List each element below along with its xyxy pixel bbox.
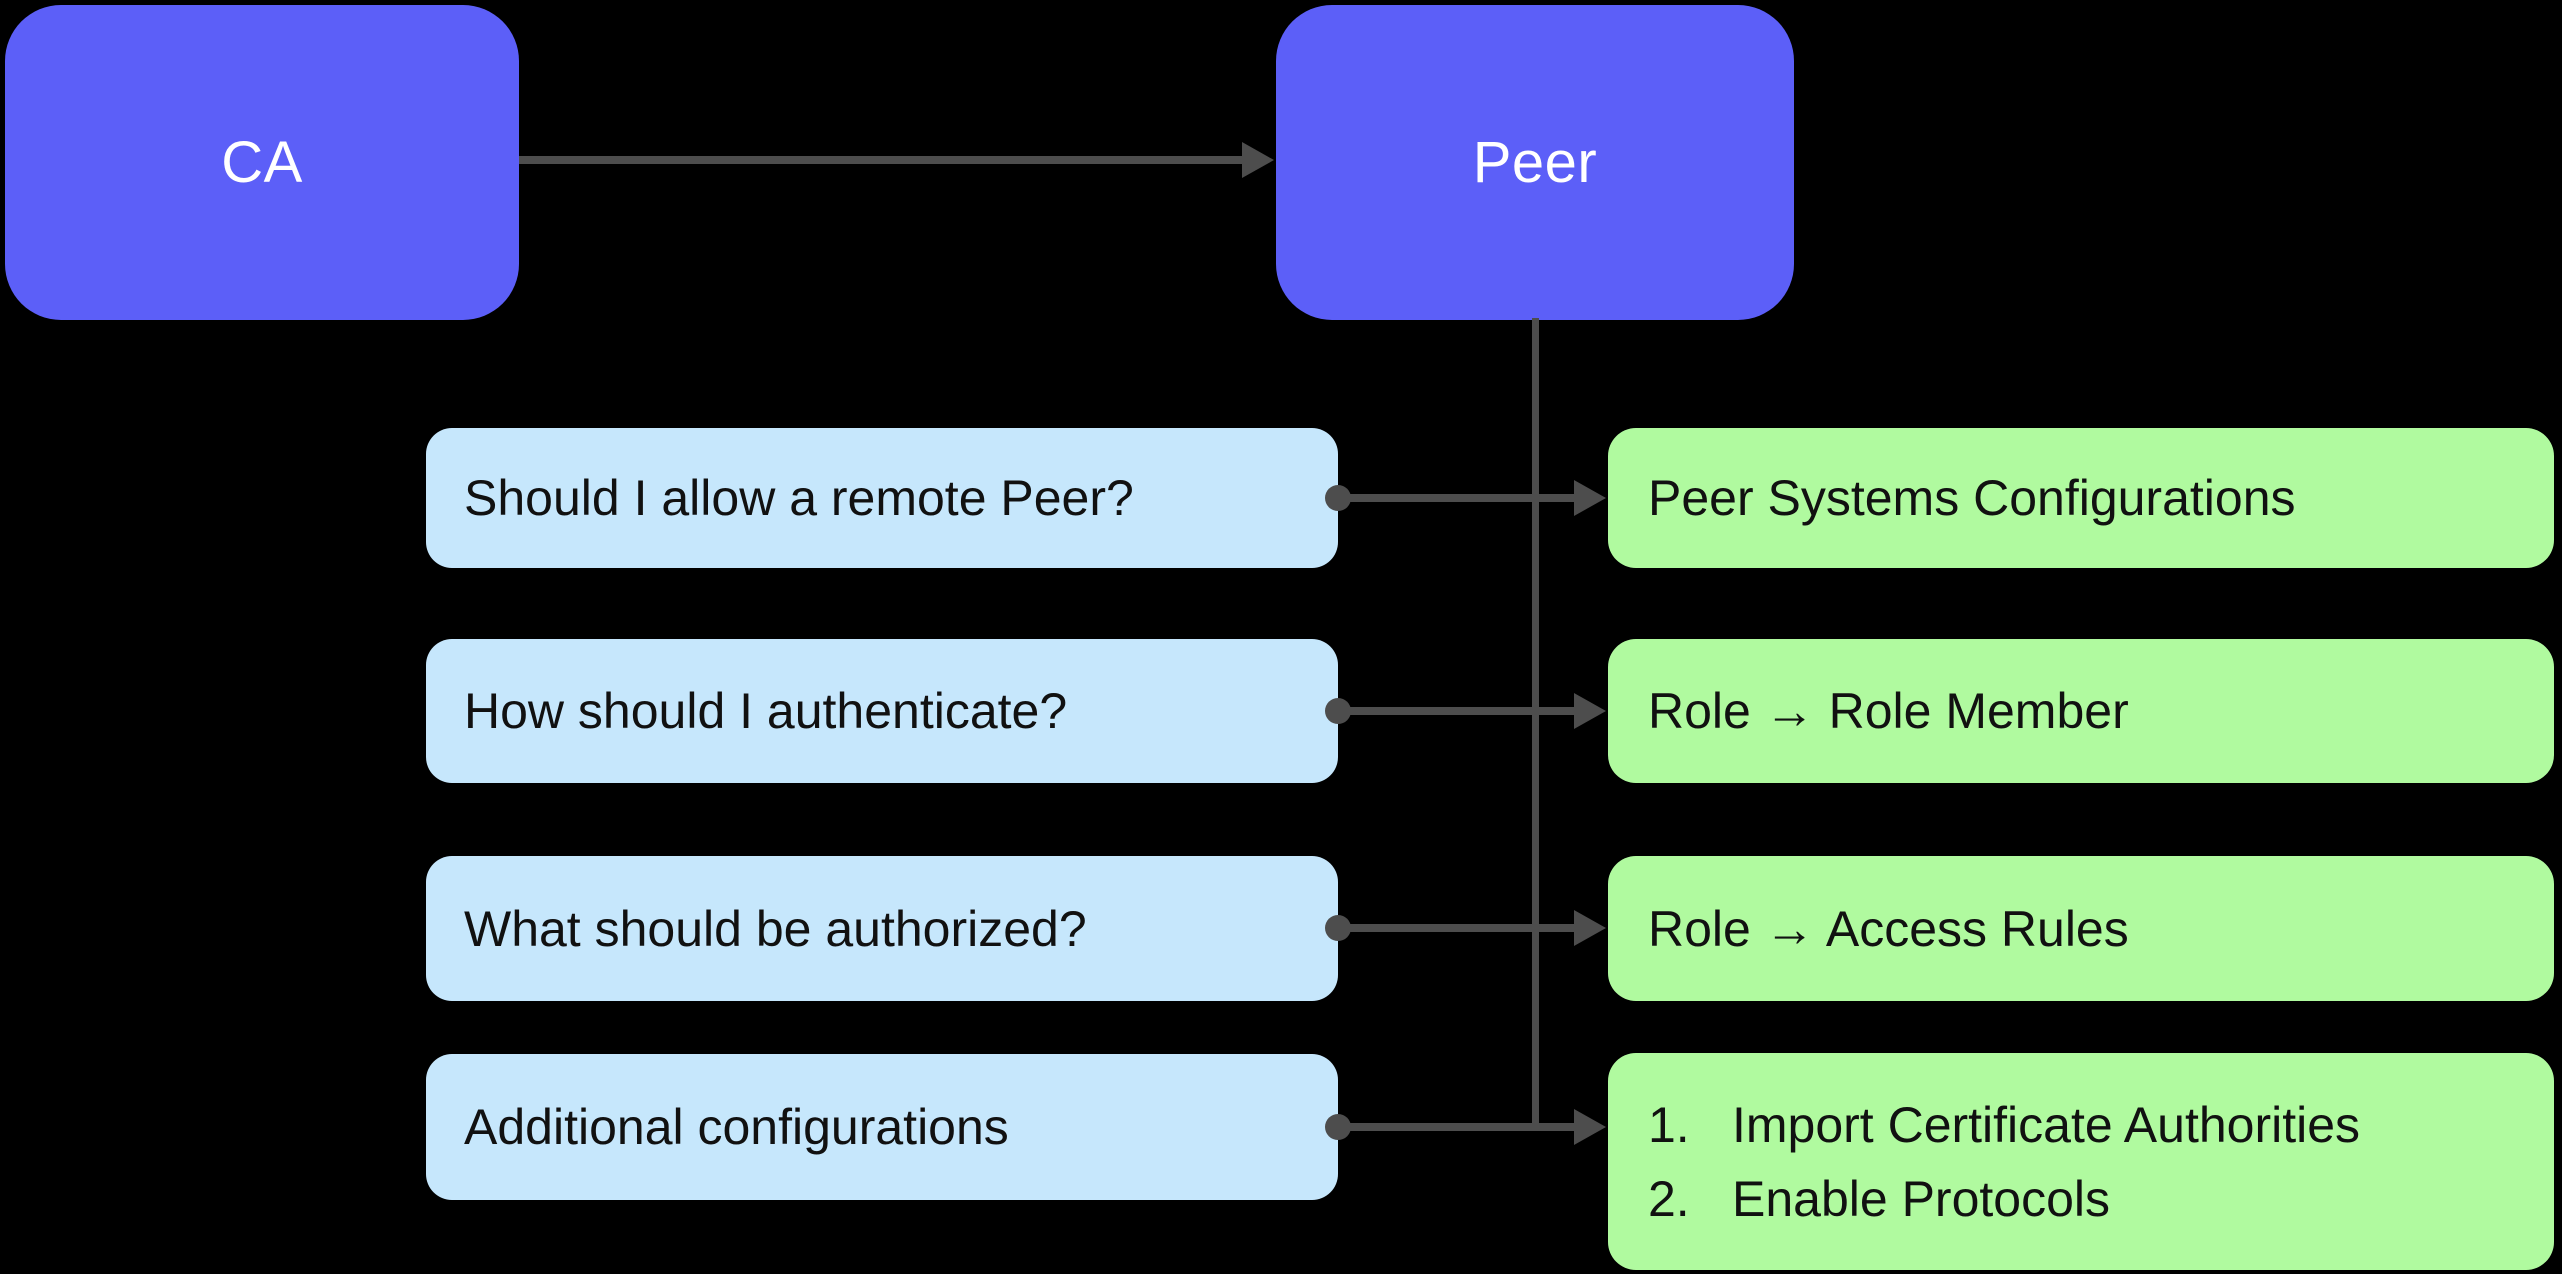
answer-list-item: 1. Import Certificate Authorities xyxy=(1648,1096,2554,1154)
connector-arrowhead-icon-4 xyxy=(1574,1109,1606,1145)
answer-box-1: Peer Systems Configurations xyxy=(1608,428,2554,568)
connector-arrowhead-icon-1 xyxy=(1574,480,1606,516)
question-box-4: Additional configurations xyxy=(426,1054,1338,1200)
connector-line-1 xyxy=(1338,494,1576,502)
connector-arrowhead-icon-3 xyxy=(1574,910,1606,946)
node-peer: Peer xyxy=(1276,5,1794,320)
question-label-2: How should I authenticate? xyxy=(464,683,1068,739)
ca-to-peer-connector-line xyxy=(519,156,1243,164)
answer-label-2: Role → Role Member xyxy=(1648,683,2129,739)
connector-line-3 xyxy=(1338,924,1576,932)
answer-label-4b: Enable Protocols xyxy=(1732,1170,2111,1227)
ca-to-peer-arrowhead-icon xyxy=(1242,142,1274,178)
list-number: 1. xyxy=(1648,1096,1690,1153)
node-ca-label: CA xyxy=(221,130,303,195)
answer-label-3: Role → Access Rules xyxy=(1648,900,2129,957)
answer-box-3: Role → Access Rules xyxy=(1608,856,2554,1001)
answer-box-2: Role → Role Member xyxy=(1608,639,2554,783)
node-peer-label: Peer xyxy=(1472,130,1598,195)
list-number: 2. xyxy=(1648,1170,1690,1227)
answer-label-1: Peer Systems Configurations xyxy=(1648,470,2296,526)
question-box-2: How should I authenticate? xyxy=(426,639,1338,783)
peer-branch-vertical-line xyxy=(1532,318,1539,1131)
question-box-1: Should I allow a remote Peer? xyxy=(426,428,1338,568)
connector-line-4 xyxy=(1338,1123,1576,1131)
question-box-3: What should be authorized? xyxy=(426,856,1338,1001)
connector-arrowhead-icon-2 xyxy=(1574,693,1606,729)
answer-list-item: 2. Enable Protocols xyxy=(1648,1170,2554,1228)
question-label-4: Additional configurations xyxy=(464,1099,1009,1155)
question-label-1: Should I allow a remote Peer? xyxy=(464,470,1134,526)
answer-box-4: 1. Import Certificate Authorities 2. Ena… xyxy=(1608,1053,2554,1270)
node-ca: CA xyxy=(5,5,519,320)
question-label-3: What should be authorized? xyxy=(464,900,1087,957)
answer-label-4a: Import Certificate Authorities xyxy=(1732,1096,2361,1153)
connector-line-2 xyxy=(1338,707,1576,715)
